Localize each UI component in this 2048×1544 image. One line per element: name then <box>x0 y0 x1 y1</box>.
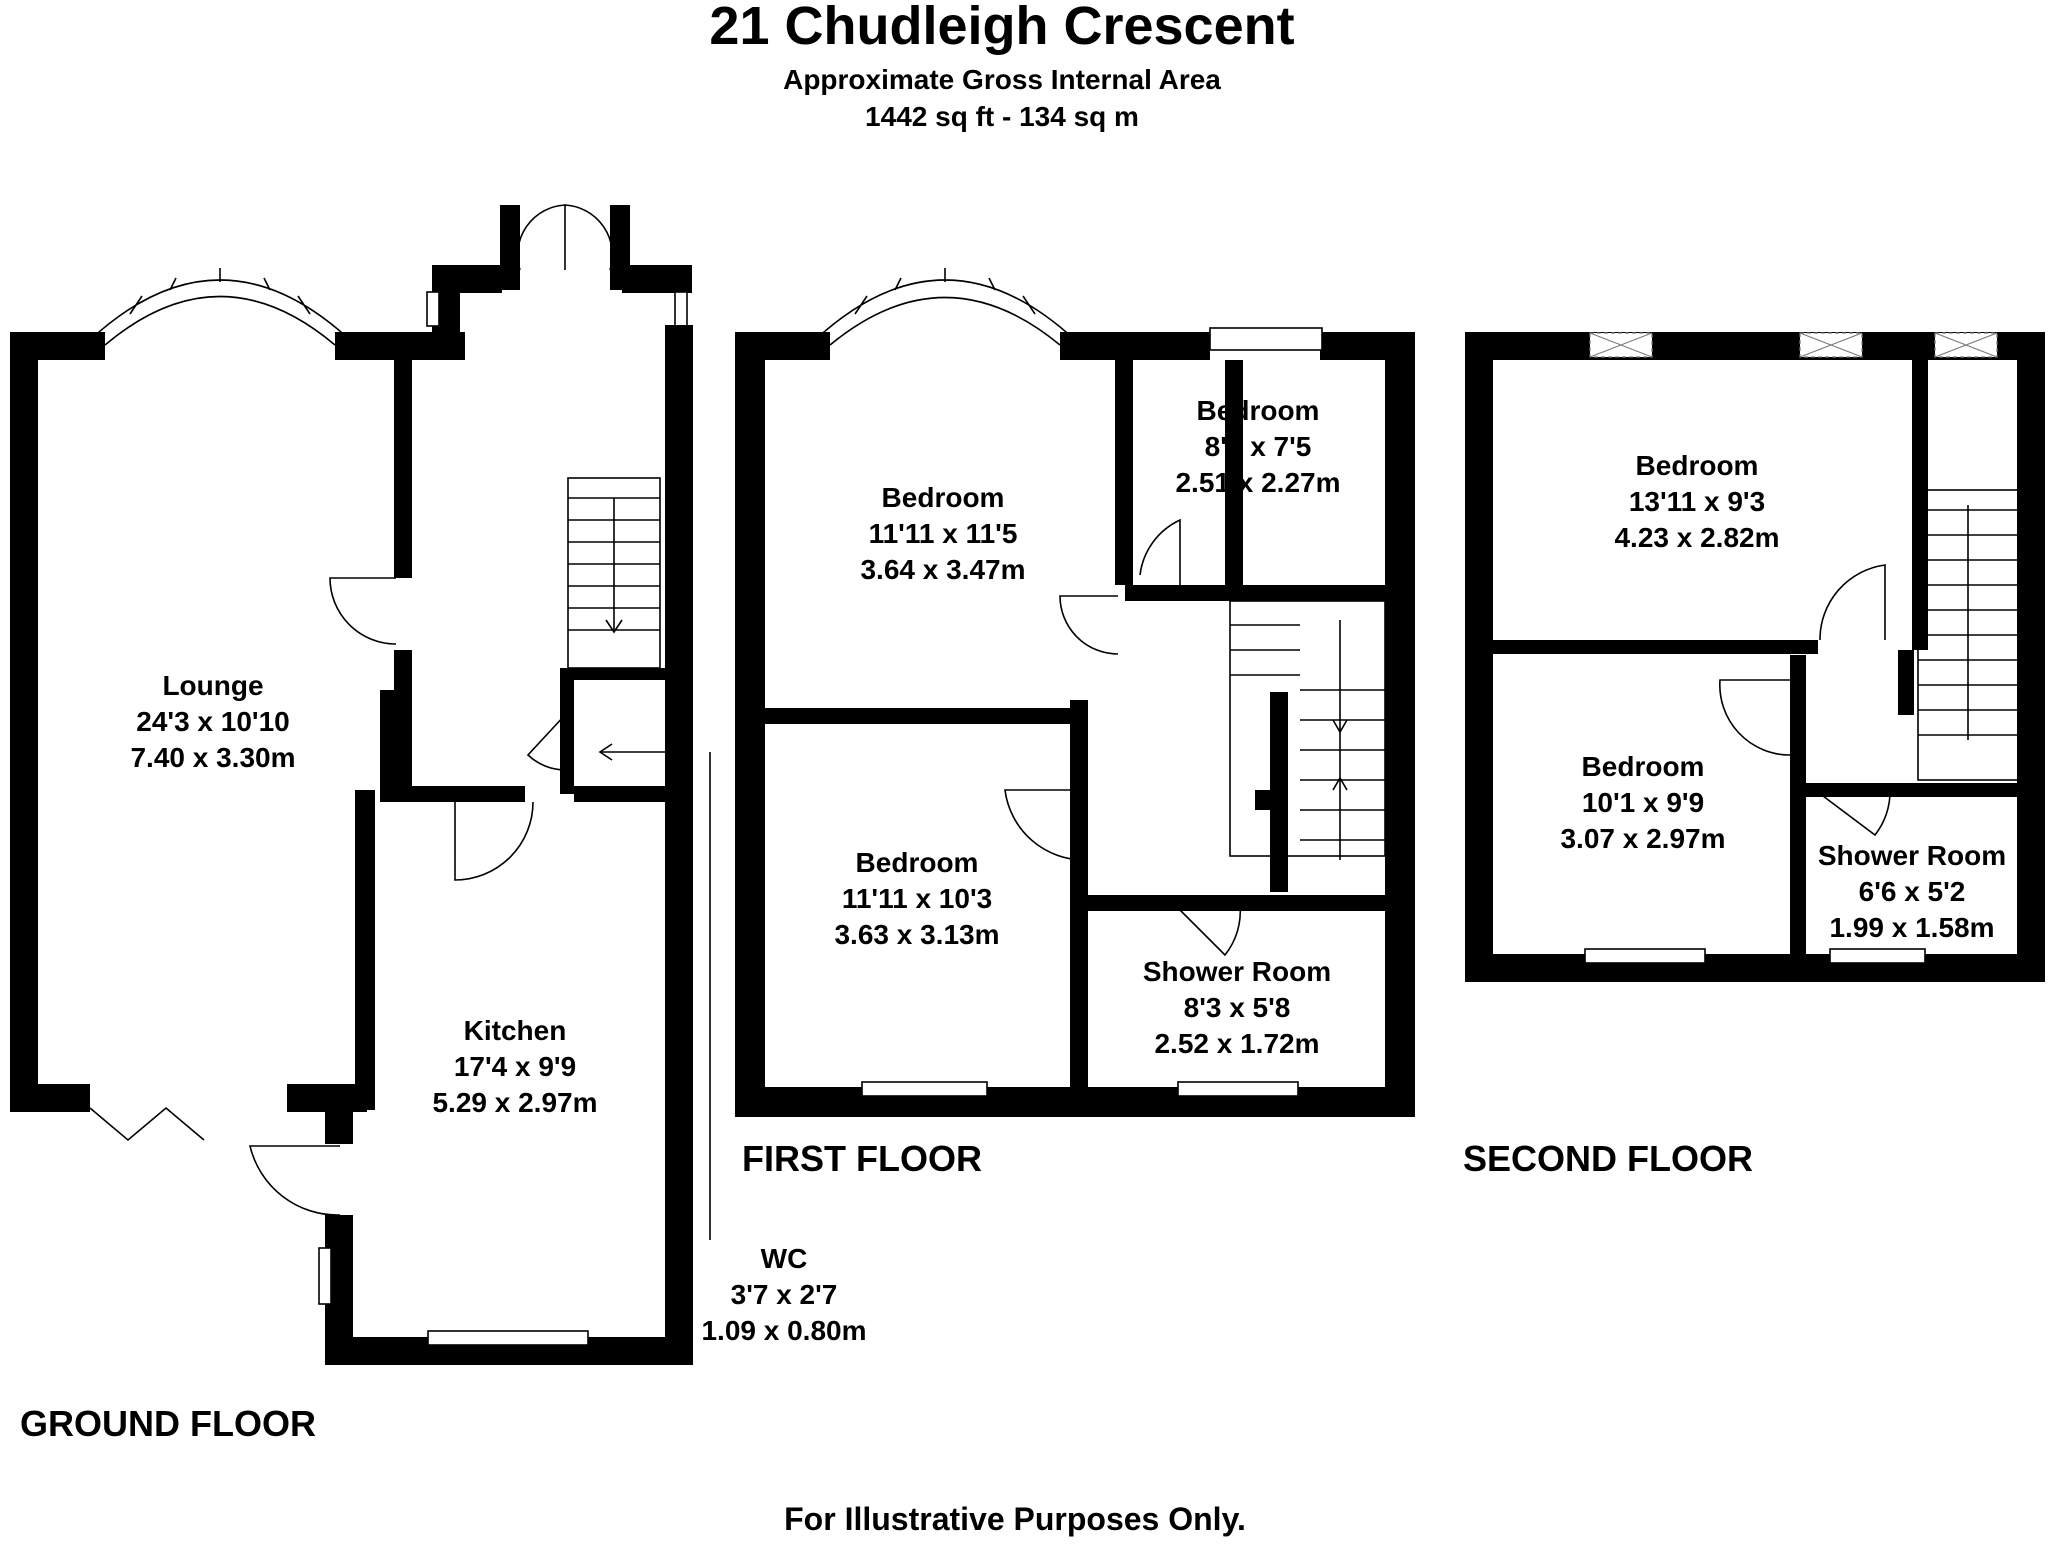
room-label-lounge: Lounge 24'3 x 10'10 7.40 x 3.30m <box>130 670 295 773</box>
room-size-imperial: 8'3 x 7'5 <box>1205 431 1312 462</box>
room-name: Lounge <box>162 670 263 701</box>
plan-title: 21 Chudleigh Crescent <box>709 0 1294 56</box>
room-size-metric: 2.52 x 1.72m <box>1154 1028 1319 1059</box>
room-size-metric: 5.29 x 2.97m <box>432 1087 597 1118</box>
room-name: Bedroom <box>1636 450 1759 481</box>
room-name: Bedroom <box>882 482 1005 513</box>
room-size-imperial: 10'1 x 9'9 <box>1582 787 1704 818</box>
second-floor-label: SECOND FLOOR <box>1463 1138 1753 1179</box>
room-label-kitchen: Kitchen 17'4 x 9'9 5.29 x 2.97m <box>432 1015 597 1118</box>
room-size-imperial: 8'3 x 5'8 <box>1184 992 1291 1023</box>
plan-subtitle: Approximate Gross Internal Area <box>783 64 1221 95</box>
room-size-imperial: 3'7 x 2'7 <box>731 1279 838 1310</box>
room-size-imperial: 13'11 x 9'3 <box>1629 486 1765 517</box>
room-name: Kitchen <box>464 1015 567 1046</box>
room-name: Bedroom <box>856 847 979 878</box>
ground-floor-plan <box>10 204 711 1365</box>
room-size-imperial: 6'6 x 5'2 <box>1859 876 1966 907</box>
room-size-metric: 7.40 x 3.30m <box>130 742 295 773</box>
second-floor-plan <box>1465 332 2045 982</box>
room-label-first-floor-shower-room: Shower Room 8'3 x 5'8 2.52 x 1.72m <box>1143 956 1331 1059</box>
first-floor-label: FIRST FLOOR <box>742 1138 982 1179</box>
room-size-metric: 4.23 x 2.82m <box>1614 522 1779 553</box>
room-name: Bedroom <box>1582 751 1705 782</box>
room-label-first-floor-small-bedroom: Bedroom 8'3 x 7'5 2.51 x 2.27m <box>1175 395 1340 498</box>
room-name: Bedroom <box>1197 395 1320 426</box>
disclaimer: For Illustrative Purposes Only. <box>784 1501 1246 1537</box>
room-name: Shower Room <box>1143 956 1331 987</box>
room-name: Shower Room <box>1818 840 2006 871</box>
room-size-imperial: 11'11 x 10'3 <box>842 883 992 914</box>
room-size-metric: 1.09 x 0.80m <box>701 1315 866 1346</box>
ground-floor-label: GROUND FLOOR <box>20 1403 316 1444</box>
room-size-imperial: 11'11 x 11'5 <box>869 518 1018 549</box>
room-size-metric: 1.99 x 1.58m <box>1829 912 1994 943</box>
room-size-metric: 2.51 x 2.27m <box>1175 467 1340 498</box>
room-size-imperial: 24'3 x 10'10 <box>136 706 289 737</box>
room-size-metric: 3.07 x 2.97m <box>1560 823 1725 854</box>
room-label-wc: WC 3'7 x 2'7 1.09 x 0.80m <box>701 1243 866 1346</box>
room-label-second-floor-shower-room: Shower Room 6'6 x 5'2 1.99 x 1.58m <box>1818 840 2006 943</box>
room-size-metric: 3.63 x 3.13m <box>834 919 999 950</box>
plan-area: 1442 sq ft - 134 sq m <box>865 101 1139 132</box>
first-floor-plan <box>735 268 1415 1117</box>
room-label-first-floor-rear-bedroom: Bedroom 11'11 x 10'3 3.63 x 3.13m <box>834 847 999 950</box>
room-size-metric: 3.64 x 3.47m <box>860 554 1025 585</box>
room-label-second-floor-front-bedroom: Bedroom 13'11 x 9'3 4.23 x 2.82m <box>1614 450 1779 553</box>
room-label-first-floor-front-bedroom: Bedroom 11'11 x 11'5 3.64 x 3.47m <box>860 482 1025 585</box>
room-name: WC <box>761 1243 808 1274</box>
room-label-second-floor-rear-bedroom: Bedroom 10'1 x 9'9 3.07 x 2.97m <box>1560 751 1725 854</box>
room-size-imperial: 17'4 x 9'9 <box>454 1051 576 1082</box>
